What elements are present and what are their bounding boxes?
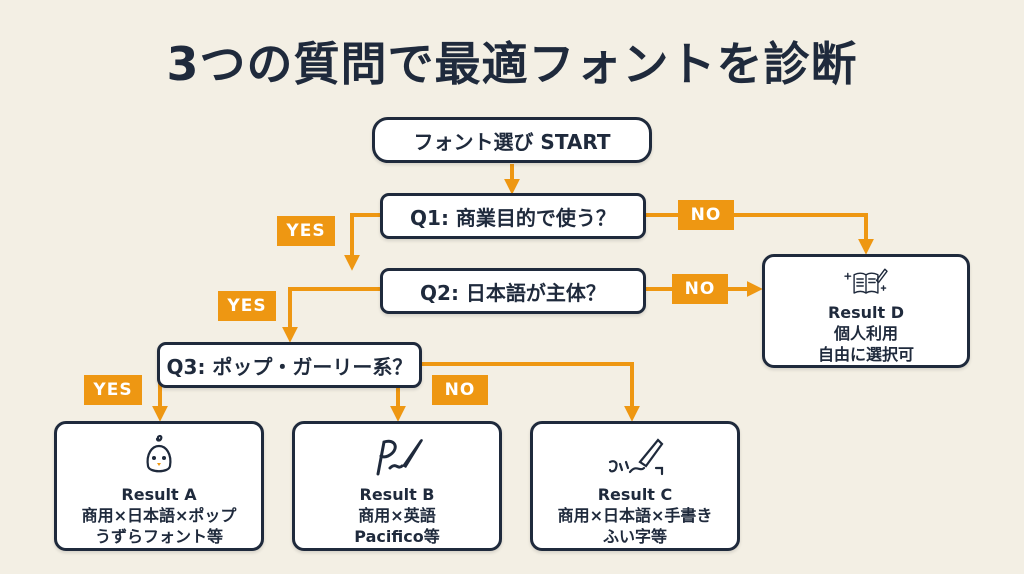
- result-c-line1: 商用×日本語×手書き: [557, 506, 713, 525]
- result-a-card: Result A 商用×日本語×ポップ うずらフォント等: [54, 421, 264, 551]
- result-b-title: Result B: [359, 485, 435, 504]
- script-p-brush-icon: [376, 439, 423, 476]
- arrow-q2-yes-to-q3: [282, 287, 380, 343]
- page-title: 3つの質問で最適フォントを診断: [166, 37, 858, 91]
- q3-no-tag: NO: [432, 375, 488, 405]
- chick-icon: [146, 434, 172, 473]
- start-node: フォント選び START: [372, 117, 652, 163]
- result-a-title: Result A: [121, 485, 197, 504]
- arrow-q3-no-to-result-c: [420, 362, 640, 422]
- result-c-card: Result C 商用×日本語×手書き ふい字等: [530, 421, 740, 551]
- result-a-line1: 商用×日本語×ポップ: [81, 506, 237, 525]
- question-2-label: Q2: 日本語が主体？: [420, 280, 606, 305]
- open-book-sparkle-icon: [844, 268, 888, 294]
- result-a-line2: うずらフォント等: [94, 527, 223, 546]
- result-d-line1: 個人利用: [833, 324, 898, 343]
- result-d-card: Result D 個人利用 自由に選択可: [762, 254, 970, 368]
- q3-yes-tag: YES: [84, 375, 142, 405]
- result-b-line2: Pacifico等: [354, 527, 440, 546]
- arrow-q1-yes-to-q2: [344, 213, 384, 271]
- result-b-card: Result B 商用×英語 Pacifico等: [292, 421, 502, 551]
- handwriting-pen-icon: [608, 438, 664, 476]
- question-3-node: Q3: ポップ・ガーリー系？: [157, 342, 422, 388]
- question-2-node: Q2: 日本語が主体？: [380, 268, 646, 314]
- q2-yes-tag: YES: [218, 291, 276, 321]
- result-c-title: Result C: [597, 485, 673, 504]
- result-d-line2: 自由に選択可: [817, 345, 914, 364]
- q1-yes-tag: YES: [277, 216, 335, 246]
- q1-no-tag: NO: [678, 200, 734, 230]
- result-b-line1: 商用×英語: [358, 506, 436, 525]
- question-3-label: Q3: ポップ・ガーリー系？: [166, 354, 413, 379]
- result-d-title: Result D: [827, 303, 905, 322]
- result-c-line2: ふい字等: [602, 527, 667, 546]
- start-label: フォント選び START: [413, 129, 611, 154]
- question-1-label: Q1: 商業目的で使う？: [410, 205, 616, 230]
- question-1-node: Q1: 商業目的で使う？: [380, 193, 646, 239]
- q2-no-tag: NO: [672, 274, 728, 304]
